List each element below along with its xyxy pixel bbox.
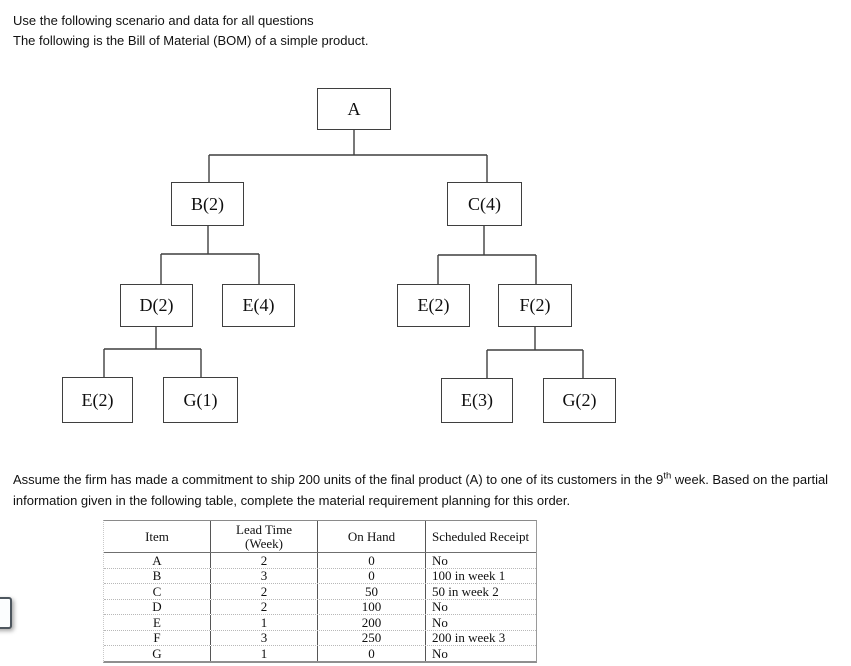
bom-node-f: F(2)	[498, 284, 572, 327]
cell-lead-time: 3	[210, 630, 317, 645]
table-row-e: E 1 200 No	[104, 614, 536, 630]
header-lead-time: Lead Time (Week)	[210, 521, 317, 552]
assignment-line-1: Assume the firm has made a commitment to…	[13, 469, 828, 490]
assignment-paragraph: Assume the firm has made a commitment to…	[13, 469, 828, 511]
bom-node-b: B(2)	[171, 182, 244, 226]
cell-on-hand: 200	[317, 615, 425, 630]
intro-line-1: Use the following scenario and data for …	[13, 13, 314, 28]
cell-scheduled-receipt: No	[425, 599, 536, 614]
bom-node-a-label: A	[347, 98, 361, 119]
bom-node-d: D(2)	[120, 284, 193, 327]
cell-scheduled-receipt: 50 in week 2	[425, 584, 536, 599]
bom-node-g-under-d-label: G(1)	[183, 389, 218, 410]
table-row-c: C 2 50 50 in week 2	[104, 583, 536, 599]
cell-on-hand: 250	[317, 630, 425, 645]
cell-lead-time: 3	[210, 568, 317, 583]
ordinal-superscript: th	[663, 470, 672, 482]
cell-item: B	[152, 568, 162, 583]
cell-on-hand: 0	[317, 568, 425, 583]
cell-scheduled-receipt: No	[425, 553, 536, 568]
cell-item: D	[152, 599, 162, 614]
cell-scheduled-receipt: No	[425, 646, 536, 661]
bom-node-g-under-f-label: G(2)	[562, 390, 597, 410]
bom-node-e-under-d: E(2)	[62, 377, 133, 423]
cell-lead-time: 1	[210, 615, 317, 630]
left-edge-handle[interactable]	[0, 597, 12, 629]
bom-node-e-under-c: E(2)	[397, 284, 470, 327]
table-header-row: Item Lead Time (Week) On Hand Scheduled …	[104, 521, 536, 553]
bom-node-c: C(4)	[447, 182, 522, 226]
bom-node-a: A	[317, 88, 391, 130]
table-row-g: G 1 0 No	[104, 645, 536, 661]
cell-scheduled-receipt: 200 in week 3	[425, 630, 536, 645]
bom-node-c-label: C(4)	[468, 193, 501, 214]
cell-item: A	[152, 553, 162, 568]
bom-node-e-under-f-label: E(3)	[461, 390, 493, 410]
cell-lead-time: 1	[210, 646, 317, 661]
bom-node-g-under-d: G(1)	[163, 377, 238, 423]
bom-node-e-under-b-label: E(4)	[242, 295, 275, 315]
intro-line-2: The following is the Bill of Material (B…	[13, 33, 369, 48]
bom-node-f-label: F(2)	[519, 295, 551, 315]
intro-text: Use the following scenario and data for …	[13, 11, 368, 51]
bom-node-d-label: D(2)	[139, 295, 174, 315]
assignment-line-1-text: Assume the firm has made a commitment to…	[13, 472, 664, 487]
bom-node-e-under-c-label: E(2)	[417, 295, 450, 315]
header-lead-time-line1: Lead Time	[236, 521, 292, 537]
cell-scheduled-receipt: 100 in week 1	[425, 568, 536, 583]
header-item: Item	[145, 529, 169, 544]
bom-node-e-under-b: E(4)	[222, 284, 295, 327]
table-row-f: F 3 250 200 in week 3	[104, 629, 536, 645]
header-scheduled-receipt: Scheduled Receipt	[425, 521, 536, 552]
table-row-b: B 3 0 100 in week 1	[104, 567, 536, 583]
cell-lead-time: 2	[210, 553, 317, 568]
cell-item: F	[153, 630, 161, 645]
cell-on-hand: 50	[317, 584, 425, 599]
cell-lead-time: 2	[210, 599, 317, 614]
bom-node-e-under-f: E(3)	[441, 378, 513, 423]
cell-on-hand: 100	[317, 599, 425, 614]
bom-node-b-label: B(2)	[191, 193, 224, 214]
cell-item: E	[153, 615, 161, 630]
header-on-hand: On Hand	[317, 521, 425, 552]
table-row-d: D 2 100 No	[104, 598, 536, 614]
bom-node-e-under-d-label: E(2)	[81, 389, 114, 410]
assignment-line-1-tail: week. Based on the partial	[671, 472, 829, 487]
cell-on-hand: 0	[317, 553, 425, 568]
cell-lead-time: 2	[210, 584, 317, 599]
cell-item: C	[152, 584, 162, 599]
cell-item: G	[152, 646, 162, 661]
mrp-table: Item Lead Time (Week) On Hand Scheduled …	[103, 520, 537, 663]
assignment-line-2: information given in the following table…	[13, 493, 571, 508]
bom-node-g-under-f: G(2)	[543, 378, 616, 423]
header-lead-time-line2: (Week)	[245, 535, 283, 551]
cell-on-hand: 0	[317, 646, 425, 661]
table-row-a: A 2 0 No	[104, 553, 536, 568]
cell-scheduled-receipt: No	[425, 615, 536, 630]
